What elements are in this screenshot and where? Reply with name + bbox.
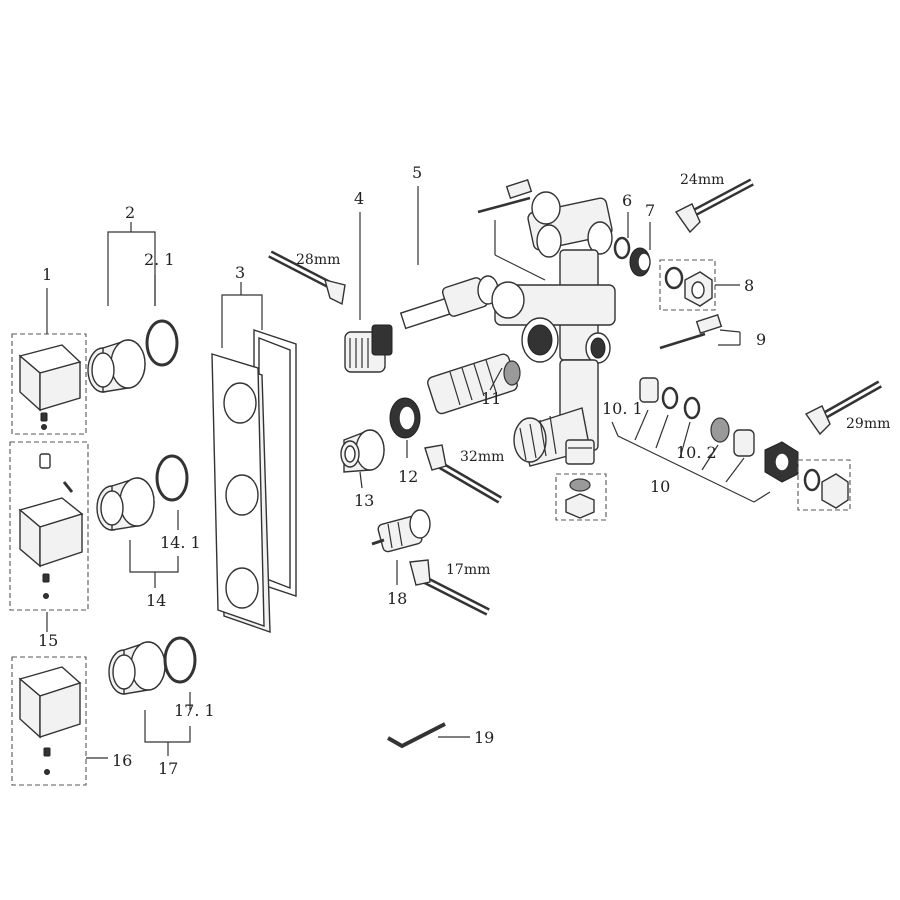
- sleeve-13: [340, 429, 385, 473]
- wrench-17mm: [409, 559, 490, 616]
- cartridge-4: [344, 324, 393, 373]
- handle-16: [11, 656, 87, 786]
- label-1: 1: [42, 265, 52, 284]
- label-32mm: 32mm: [460, 449, 504, 465]
- fitting-8: [659, 259, 716, 311]
- sleeve-2: [87, 319, 179, 393]
- label-19: 19: [474, 728, 494, 747]
- nut-12: [389, 397, 421, 439]
- label-14: 14: [146, 591, 166, 610]
- wrench-28mm: [268, 250, 346, 306]
- handle-15: [9, 441, 89, 611]
- spindle-5: [399, 275, 499, 330]
- label-15: 15: [38, 631, 58, 650]
- label-13: 13: [354, 491, 374, 510]
- label-17-1: 17. 1: [174, 701, 215, 720]
- valve-body: [491, 191, 616, 467]
- screw-top: [477, 179, 546, 281]
- label-28mm: 28mm: [296, 252, 340, 268]
- label-6: 6: [622, 191, 632, 210]
- label-10-2: 10. 2: [676, 443, 717, 462]
- wrench-32mm: [424, 444, 503, 504]
- label-24mm: 24mm: [680, 172, 724, 188]
- hex-key-19: [387, 722, 470, 749]
- label-10-1: 10. 1: [602, 399, 643, 418]
- fitting-10-extra: [797, 459, 851, 511]
- label-8: 8: [744, 276, 754, 295]
- label-2-1: 2. 1: [144, 250, 175, 269]
- face-plate-3: [211, 329, 297, 633]
- label-9: 9: [756, 330, 766, 349]
- label-3: 3: [235, 263, 245, 282]
- handle-1: [11, 333, 87, 435]
- cartridge-18: [371, 509, 431, 553]
- sleeve-17: [108, 636, 197, 695]
- label-5: 5: [412, 163, 422, 182]
- label-14-1: 14. 1: [160, 533, 201, 552]
- label-4: 4: [354, 189, 364, 208]
- leader-lines: [46, 186, 771, 759]
- sleeve-14: [96, 454, 189, 531]
- fitting-6-7: [613, 236, 651, 277]
- label-12: 12: [398, 467, 418, 486]
- fitting-bottom: [555, 473, 607, 521]
- label-16: 16: [112, 751, 132, 770]
- label-29mm: 29mm: [846, 416, 890, 432]
- fitting-10: [639, 377, 799, 483]
- screw-9: [659, 314, 741, 350]
- label-17mm: 17mm: [446, 562, 490, 578]
- label-18: 18: [387, 589, 407, 608]
- label-10: 10: [650, 477, 670, 496]
- wrench-29mm: [804, 380, 882, 436]
- label-2: 2: [125, 203, 135, 222]
- cartridge-11: [427, 353, 521, 415]
- label-7: 7: [645, 201, 655, 220]
- wrench-24mm: [674, 178, 754, 234]
- label-11: 11: [481, 389, 501, 408]
- label-17: 17: [158, 759, 178, 778]
- part-labels: 1 2 2. 1 3 4 5 6 7 8 9 10 10. 1 10. 2 11…: [38, 163, 890, 778]
